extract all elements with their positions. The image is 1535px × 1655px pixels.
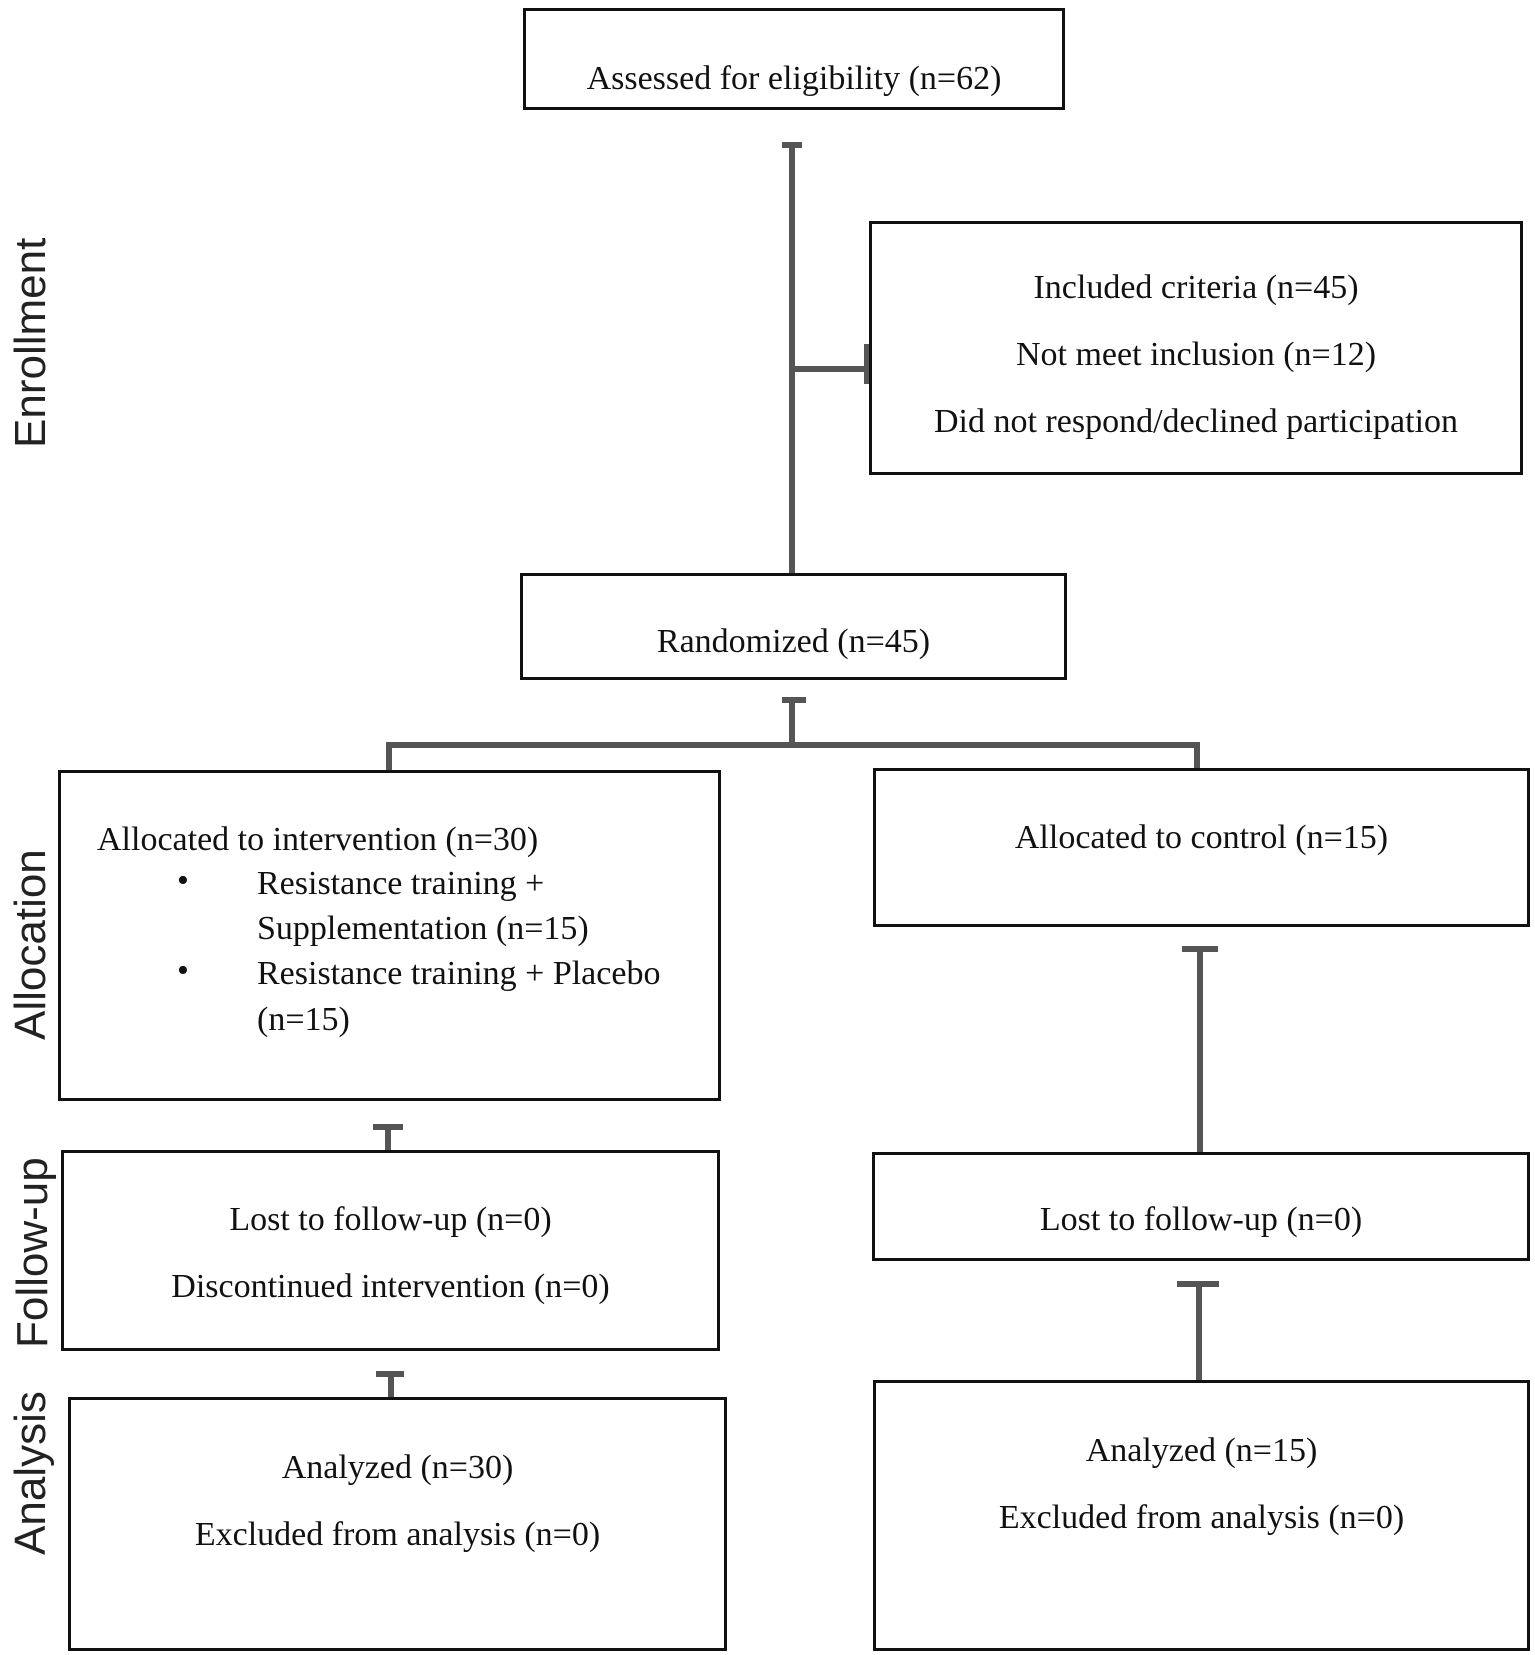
bullet-2-line2: (n=15) (257, 1001, 350, 1038)
connector-line (386, 742, 392, 770)
bullet-2-line1: Resistance training + Placebo (257, 955, 661, 992)
bullet-icon: • (177, 862, 189, 899)
bullet-1-line1: Resistance training + (257, 865, 545, 902)
intervention-analysis-box: Analyzed (n=30) Excluded from analysis (… (68, 1397, 727, 1651)
intervention-discontinued-label: Discontinued intervention (n=0) (171, 1268, 610, 1305)
control-analysis-box: Analyzed (n=15) Excluded from analysis (… (873, 1380, 1530, 1651)
control-followup-box: Lost to follow-up (n=0) (872, 1152, 1530, 1261)
intervention-followup-box: Lost to follow-up (n=0) Discontinued int… (61, 1150, 720, 1351)
declined-participation-label: Did not respond/declined participation (933, 403, 1459, 440)
connector-line (386, 742, 1200, 748)
intervention-allocation-title: Allocated to intervention (n=30) (97, 821, 539, 858)
included-criteria-label: Included criteria (n=45) (1033, 269, 1359, 306)
assessed-box: Assessed for eligibility (n=62) (523, 8, 1065, 110)
control-allocation-title: Allocated to control (n=15) (1014, 819, 1389, 856)
exclusion-box: Included criteria (n=45) Not meet inclus… (869, 221, 1523, 475)
connector-line (388, 1371, 394, 1399)
stage-label-enrollment: Enrollment (6, 237, 55, 448)
control-lost-label: Lost to follow-up (n=0) (1039, 1201, 1363, 1238)
stage-label-analysis: Analysis (6, 1391, 55, 1555)
connector-line (1196, 1281, 1202, 1382)
connector-line (789, 366, 869, 372)
connector-line (789, 697, 795, 745)
not-meet-inclusion-label: Not meet inclusion (n=12) (1015, 336, 1377, 373)
connector-line (789, 142, 795, 574)
randomized-box: Randomized (n=45) (520, 573, 1067, 680)
control-excluded-label: Excluded from analysis (n=0) (998, 1499, 1405, 1536)
bullet-icon: • (177, 952, 189, 989)
connector-line (1197, 946, 1203, 1152)
stage-label-follow-up: Follow-up (8, 1157, 57, 1348)
connector-line (385, 1124, 391, 1152)
intervention-allocation-box: Allocated to intervention (n=30) • Resis… (58, 770, 721, 1101)
intervention-lost-label: Lost to follow-up (n=0) (229, 1201, 552, 1238)
randomized-label: Randomized (n=45) (656, 623, 931, 660)
connector-line (1194, 742, 1200, 768)
intervention-excluded-label: Excluded from analysis (n=0) (194, 1516, 601, 1553)
stage-label-allocation: Allocation (6, 849, 55, 1040)
bullet-1-line2: Supplementation (n=15) (257, 910, 589, 947)
intervention-analyzed-label: Analyzed (n=30) (281, 1449, 514, 1486)
control-allocation-box: Allocated to control (n=15) (873, 768, 1530, 927)
control-analyzed-label: Analyzed (n=15) (1085, 1432, 1318, 1469)
assessed-label: Assessed for eligibility (n=62) (586, 60, 1002, 97)
connector-tick (864, 344, 870, 384)
